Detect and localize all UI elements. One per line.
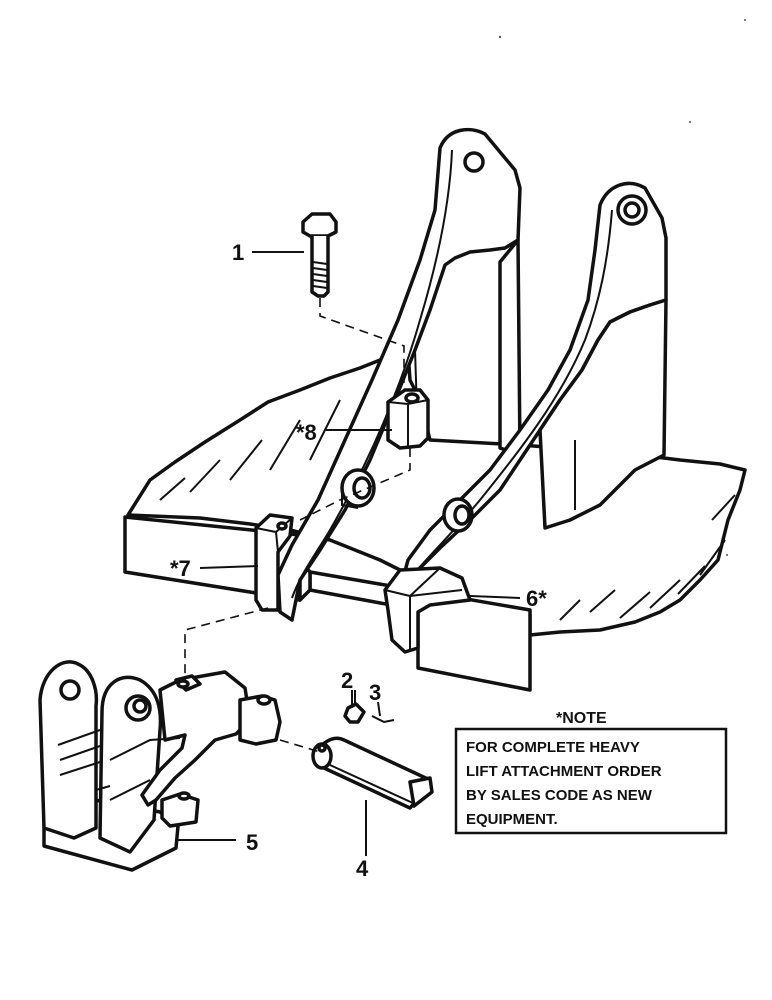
callout-6: 6* xyxy=(526,586,547,611)
leader-lines xyxy=(176,251,521,856)
grease-fitting-part-2 xyxy=(343,690,366,724)
note-line-2: LIFT ATTACHMENT ORDER xyxy=(466,763,662,780)
note-block: *NOTE FOR COMPLETE HEAVY LIFT ATTACHMENT… xyxy=(454,710,728,835)
scan-specks xyxy=(498,19,746,556)
block-part-8 xyxy=(386,388,430,450)
callout-2: 2 xyxy=(341,668,353,693)
callout-1: 1 xyxy=(232,240,244,265)
note-line-3: BY SALES CODE AS NEW xyxy=(466,787,653,804)
left-lift-arm xyxy=(276,127,522,622)
note-line-1: FOR COMPLETE HEAVY xyxy=(466,739,640,756)
note-line-4: EQUIPMENT. xyxy=(466,811,558,828)
callout-5: 5 xyxy=(246,830,258,855)
note-box xyxy=(454,727,728,835)
callout-7: *7 xyxy=(170,556,191,581)
callout-8: *8 xyxy=(296,420,317,445)
right-lift-arm xyxy=(398,181,668,592)
callout-4: 4 xyxy=(356,856,369,881)
wear-block-part-6 xyxy=(383,566,472,654)
callout-3: 3 xyxy=(369,680,381,705)
clip-part-3 xyxy=(371,715,395,724)
bolt-part-1 xyxy=(301,212,338,298)
wear-block-part-7 xyxy=(254,513,294,612)
bracket-part-5 xyxy=(38,660,282,872)
note-title: *NOTE xyxy=(556,710,607,727)
pin-part-4 xyxy=(311,736,434,810)
assembly-lines xyxy=(184,298,411,753)
pivot-bosses xyxy=(340,468,474,533)
base-plate xyxy=(123,350,747,692)
